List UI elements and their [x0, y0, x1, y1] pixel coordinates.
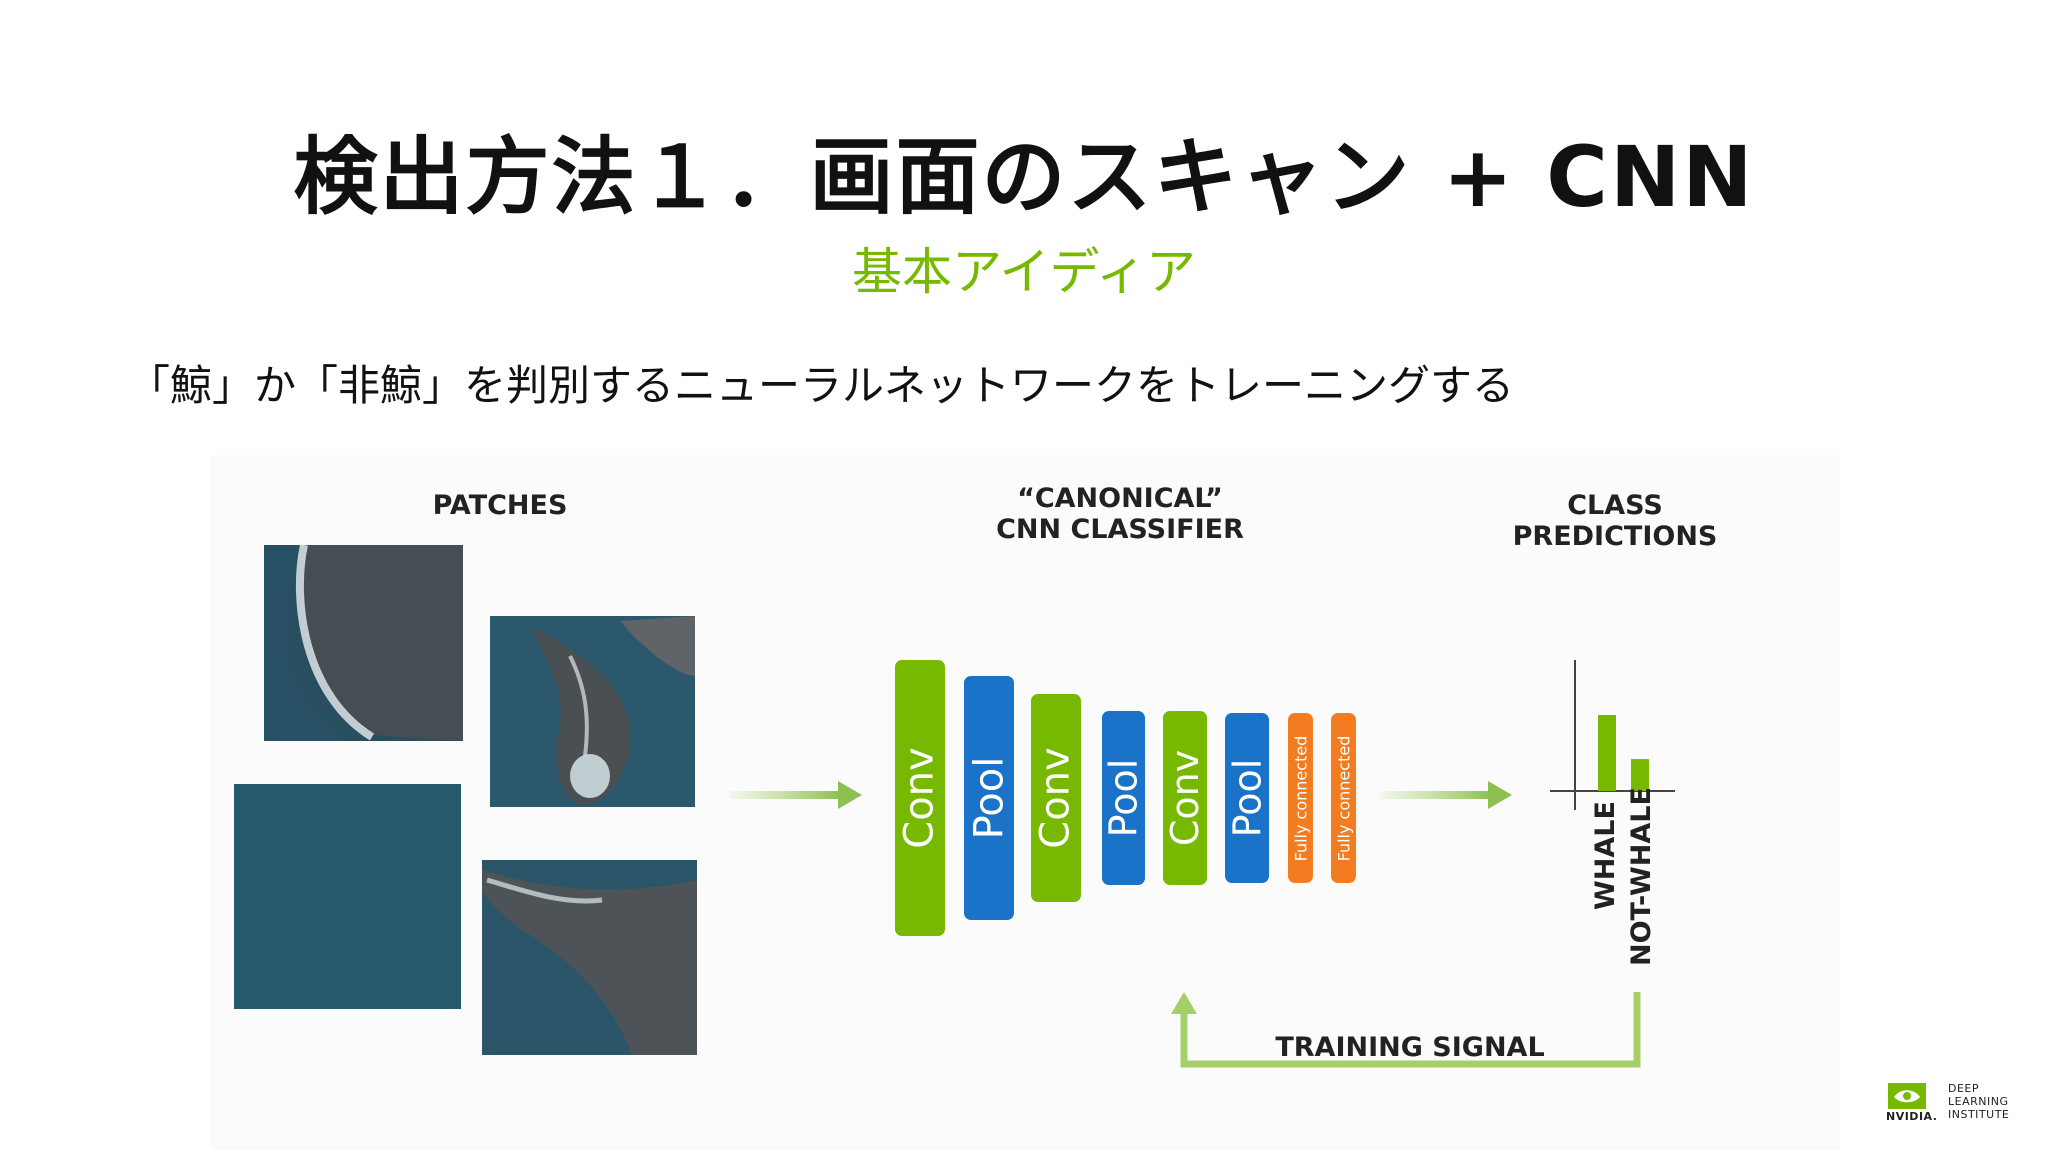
nvidia-wordmark: NVIDIA. — [1886, 1110, 1938, 1123]
dli-logo-text: DEEP LEARNING INSTITUTE — [1948, 1082, 2009, 1121]
training-signal-loop — [1171, 992, 1641, 1068]
whale-patch-3 — [482, 860, 697, 1055]
dli-line-2: LEARNING — [1948, 1095, 2009, 1108]
dli-line-1: DEEP — [1948, 1082, 1980, 1095]
slide-subtitle: 基本アイディア — [852, 243, 1196, 301]
training-signal-label: TRAINING SIGNAL — [1275, 1032, 1545, 1063]
nvidia-eye-icon — [1888, 1083, 1926, 1109]
classifier-header: “CANONICAL” CNN CLASSIFIER — [960, 483, 1280, 545]
classifier-header-line1: “CANONICAL” — [1017, 483, 1223, 514]
patches-header: PATCHES — [432, 490, 568, 521]
slide-title: 検出方法１．画面のスキャン + CNN — [293, 128, 1755, 226]
dli-line-3: INSTITUTE — [1948, 1108, 2010, 1121]
cnn-to-predictions-arrow — [1380, 781, 1512, 809]
whale-body-outline — [295, 545, 463, 741]
class-prediction-chart — [1550, 660, 1675, 810]
fully-connected-layer-2: Fully connected — [1331, 713, 1356, 883]
pool-layer-2: Pool — [1102, 711, 1146, 885]
conv-layer-2: Conv — [1031, 694, 1081, 902]
whale-patch-1 — [264, 545, 463, 741]
not-whale-bar — [1631, 759, 1649, 791]
whale-bar — [1598, 715, 1616, 791]
patches-to-cnn-arrow — [730, 781, 862, 809]
whale-class-label: WHALE — [1590, 801, 1621, 910]
predictions-header: CLASS PREDICTIONS — [1512, 490, 1718, 552]
lead-text: 「鯨」か「非鯨」を判別するニューラルネットワークをトレーニングする — [128, 361, 1515, 410]
conv-layer-3: Conv — [1163, 711, 1207, 885]
classifier-header-line2: CNN CLASSIFIER — [996, 514, 1244, 545]
whale-tail-shape — [482, 870, 697, 1055]
fully-connected-layer-1: Fully connected — [1288, 713, 1313, 883]
not-whale-class-label: NOT-WHALE — [1626, 787, 1657, 966]
diagram-panel — [210, 455, 1840, 1150]
pool-layer-3: Pool — [1225, 713, 1269, 883]
conv-layer-1: Conv — [895, 660, 945, 936]
whale-patch-2 — [490, 616, 695, 807]
pool-layer-1: Pool — [964, 676, 1014, 920]
ocean-patch — [234, 784, 461, 1009]
whale-head-shape — [530, 616, 695, 806]
